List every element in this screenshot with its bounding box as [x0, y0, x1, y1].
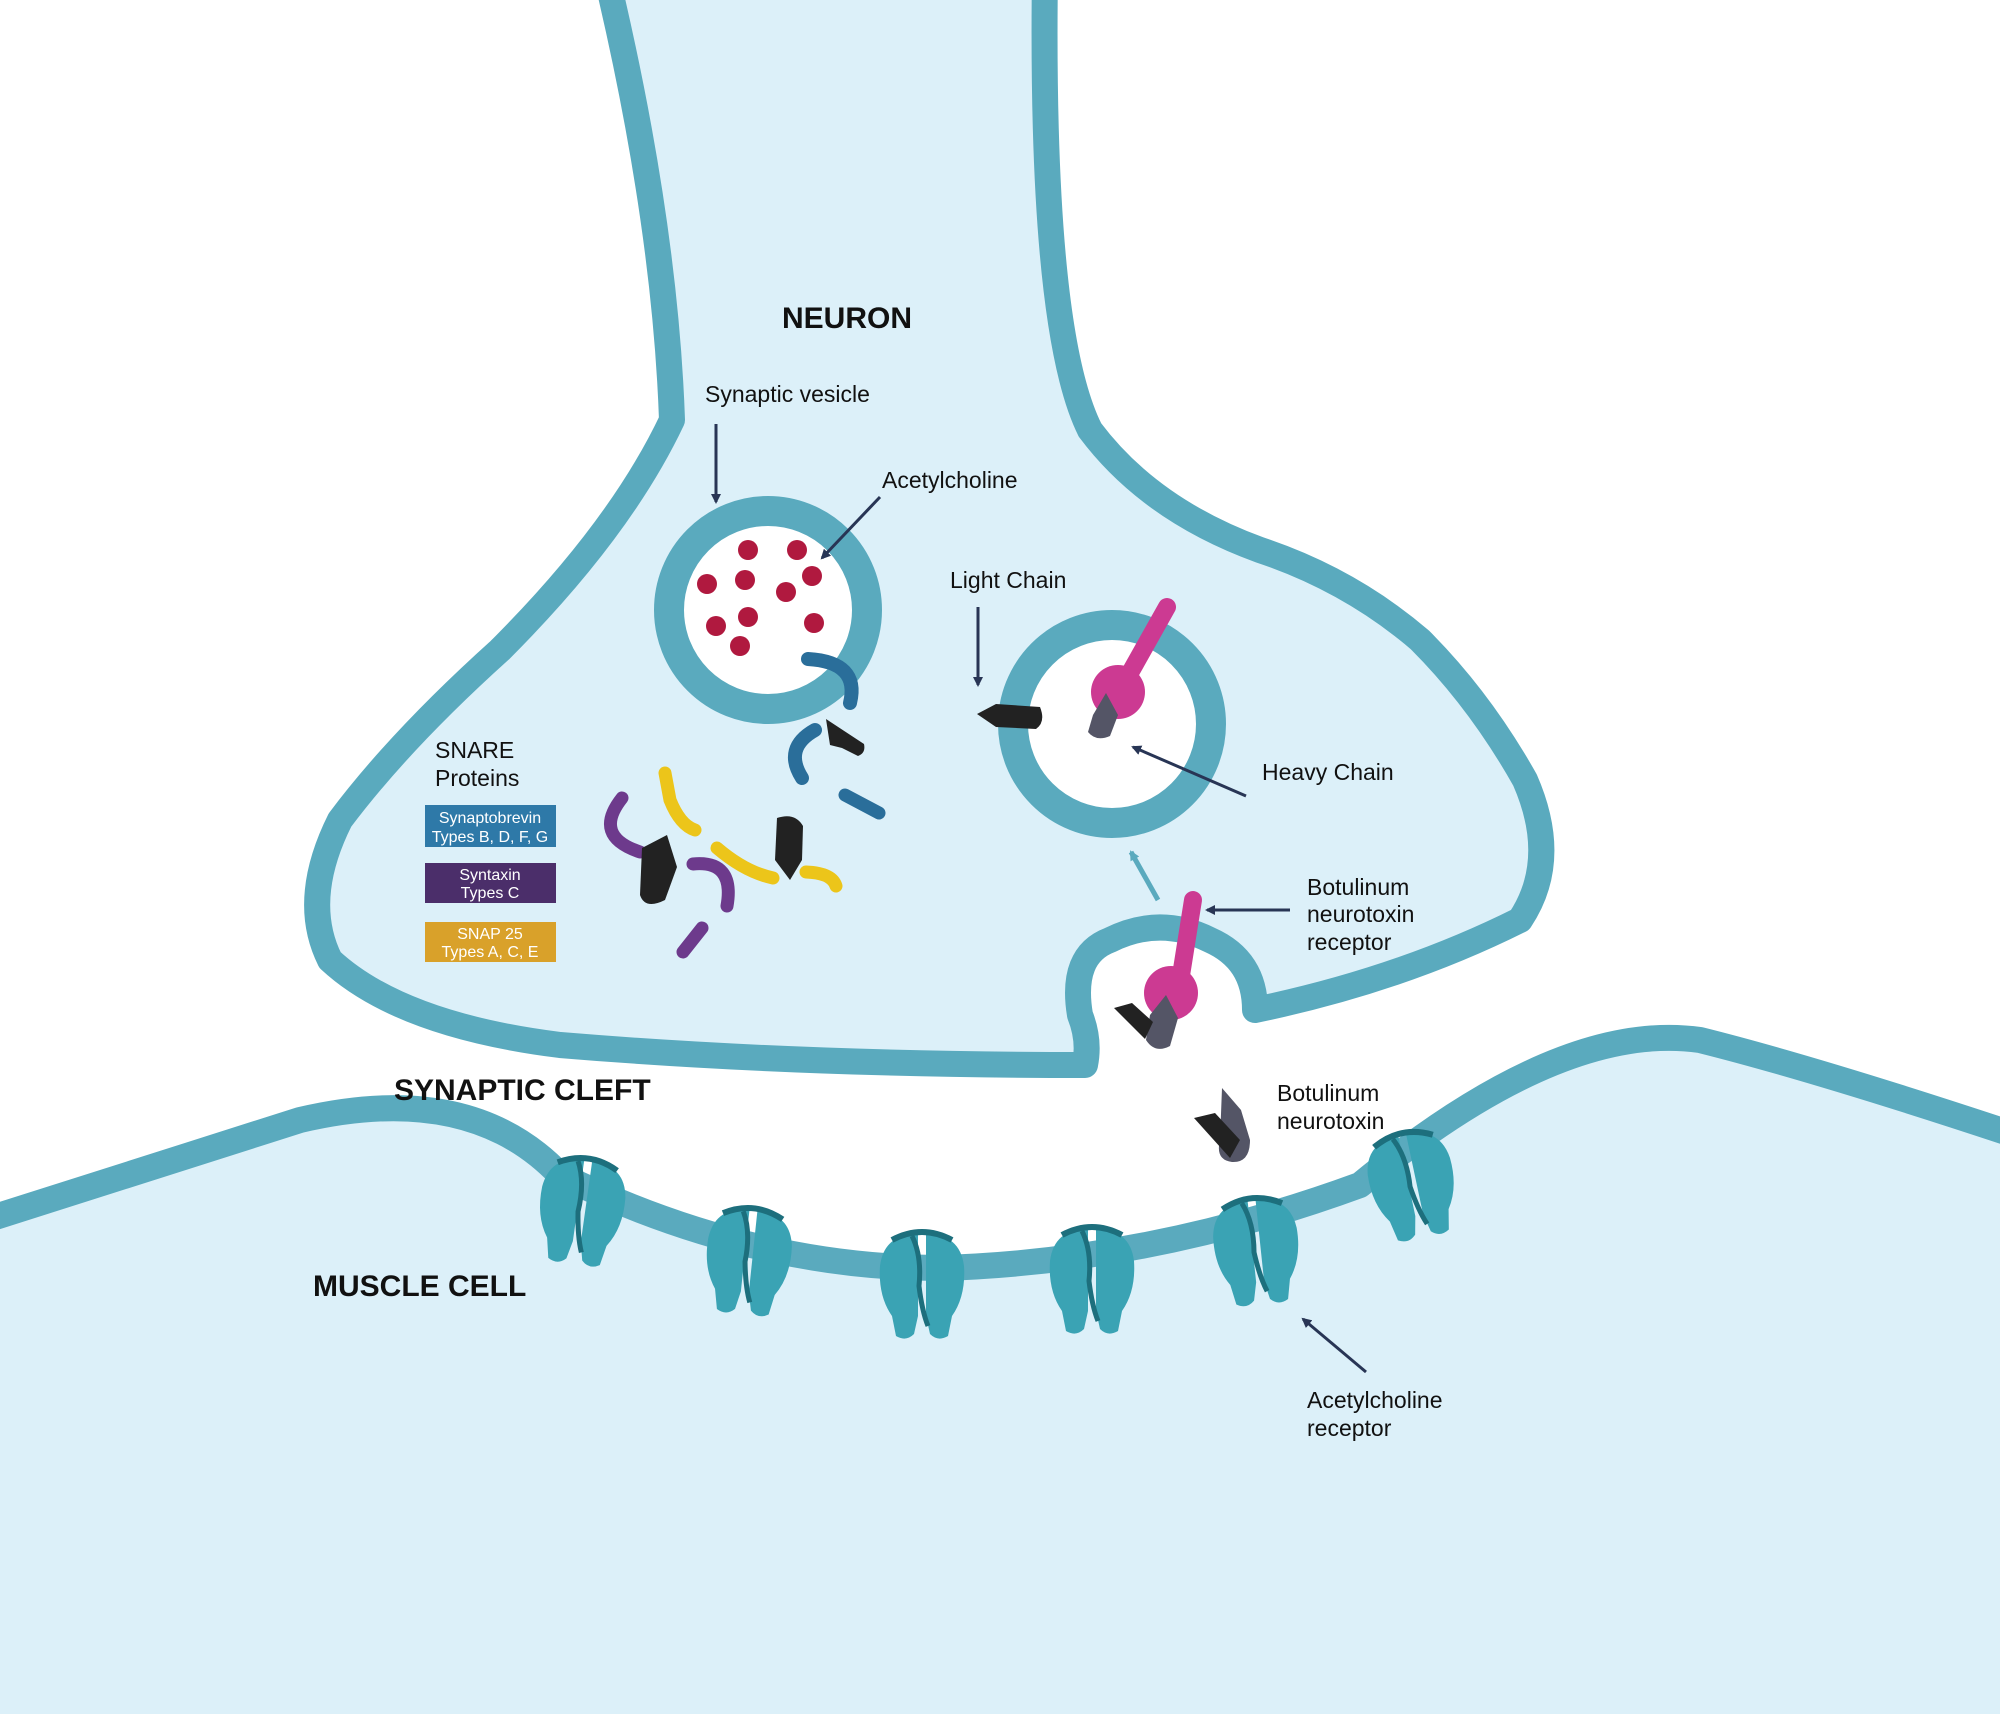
legend-syntaxin: Syntaxin Types C — [425, 863, 556, 903]
free-botulinum-neurotoxin — [1194, 1088, 1250, 1163]
internalization-arrow — [1128, 850, 1161, 902]
svg-text:Synaptobrevin: Synaptobrevin — [439, 810, 541, 827]
bont-receptor-stalk — [1117, 598, 1176, 689]
pointer-arrows — [711, 424, 1367, 1374]
light-chain-label: Light Chain — [950, 567, 1066, 593]
acetylcholine-receptor — [1213, 1195, 1299, 1307]
acetylcholine-label: Acetylcholine — [882, 467, 1018, 493]
acetylcholine-molecule — [738, 607, 758, 627]
acetylcholine-molecule — [697, 574, 717, 594]
bont-label: Botulinum neurotoxin — [1277, 1080, 1386, 1134]
legend-snap25: SNAP 25 Types A, C, E — [425, 922, 556, 962]
toxin-vesicle — [977, 598, 1226, 838]
acetylcholine-receptor — [1367, 1128, 1454, 1242]
snare-fragments — [604, 652, 886, 959]
neuron-title: NEURON — [782, 302, 912, 335]
acetylcholine-molecule — [804, 613, 824, 633]
acetylcholine-molecule — [738, 540, 758, 560]
legend-synaptobrevin: Synaptobrevin Types B, D, F, G — [425, 805, 556, 847]
light-chain-shape — [977, 704, 1043, 729]
acetylcholine-molecule — [706, 616, 726, 636]
heavy-chain-shape — [1088, 693, 1118, 739]
endocytosis-pit — [1114, 891, 1202, 1049]
synaptic-vesicle-label: Synaptic vesicle — [705, 381, 870, 407]
svg-text:Types A, C, E: Types A, C, E — [442, 944, 539, 961]
synaptic-cleft-title: SYNAPTIC CLEFT — [394, 1074, 651, 1107]
legend-swatch — [425, 805, 556, 847]
snare-legend: Synaptobrevin Types B, D, F, G Syntaxin … — [425, 805, 556, 962]
svg-text:Types C: Types C — [461, 885, 520, 902]
acetylcholine-receptors — [539, 1128, 1454, 1339]
acetylcholine-receptor — [1049, 1224, 1135, 1334]
acetylcholine-receptor — [539, 1155, 626, 1267]
acetylcholine-molecule — [802, 566, 822, 586]
legend-swatch — [425, 863, 556, 903]
svg-text:SNAP 25: SNAP 25 — [457, 926, 523, 943]
svg-text:Types B, D, F, G: Types B, D, F, G — [432, 829, 548, 846]
acetylcholine-receptor — [879, 1229, 965, 1339]
bont-receptor-label: Botulinum neurotoxin receptor — [1307, 874, 1421, 955]
acetylcholine-molecule — [776, 582, 796, 602]
muscle-cell-membrane — [0, 1024, 2000, 1714]
acetylcholine-receptor — [706, 1205, 792, 1317]
svg-text:Syntaxin: Syntaxin — [459, 867, 520, 884]
acetylcholine-molecule — [735, 570, 755, 590]
legend-swatch — [425, 922, 556, 962]
snare-proteins-label: SNARE Proteins — [435, 737, 521, 791]
acetylcholine-molecules — [697, 540, 824, 656]
muscle-cell-title: MUSCLE CELL — [313, 1270, 526, 1303]
acetylcholine-molecule — [730, 636, 750, 656]
acetylcholine-molecule — [787, 540, 807, 560]
heavy-chain-label: Heavy Chain — [1262, 759, 1394, 785]
ach-receptor-label: Acetylcholine receptor — [1307, 1387, 1449, 1441]
